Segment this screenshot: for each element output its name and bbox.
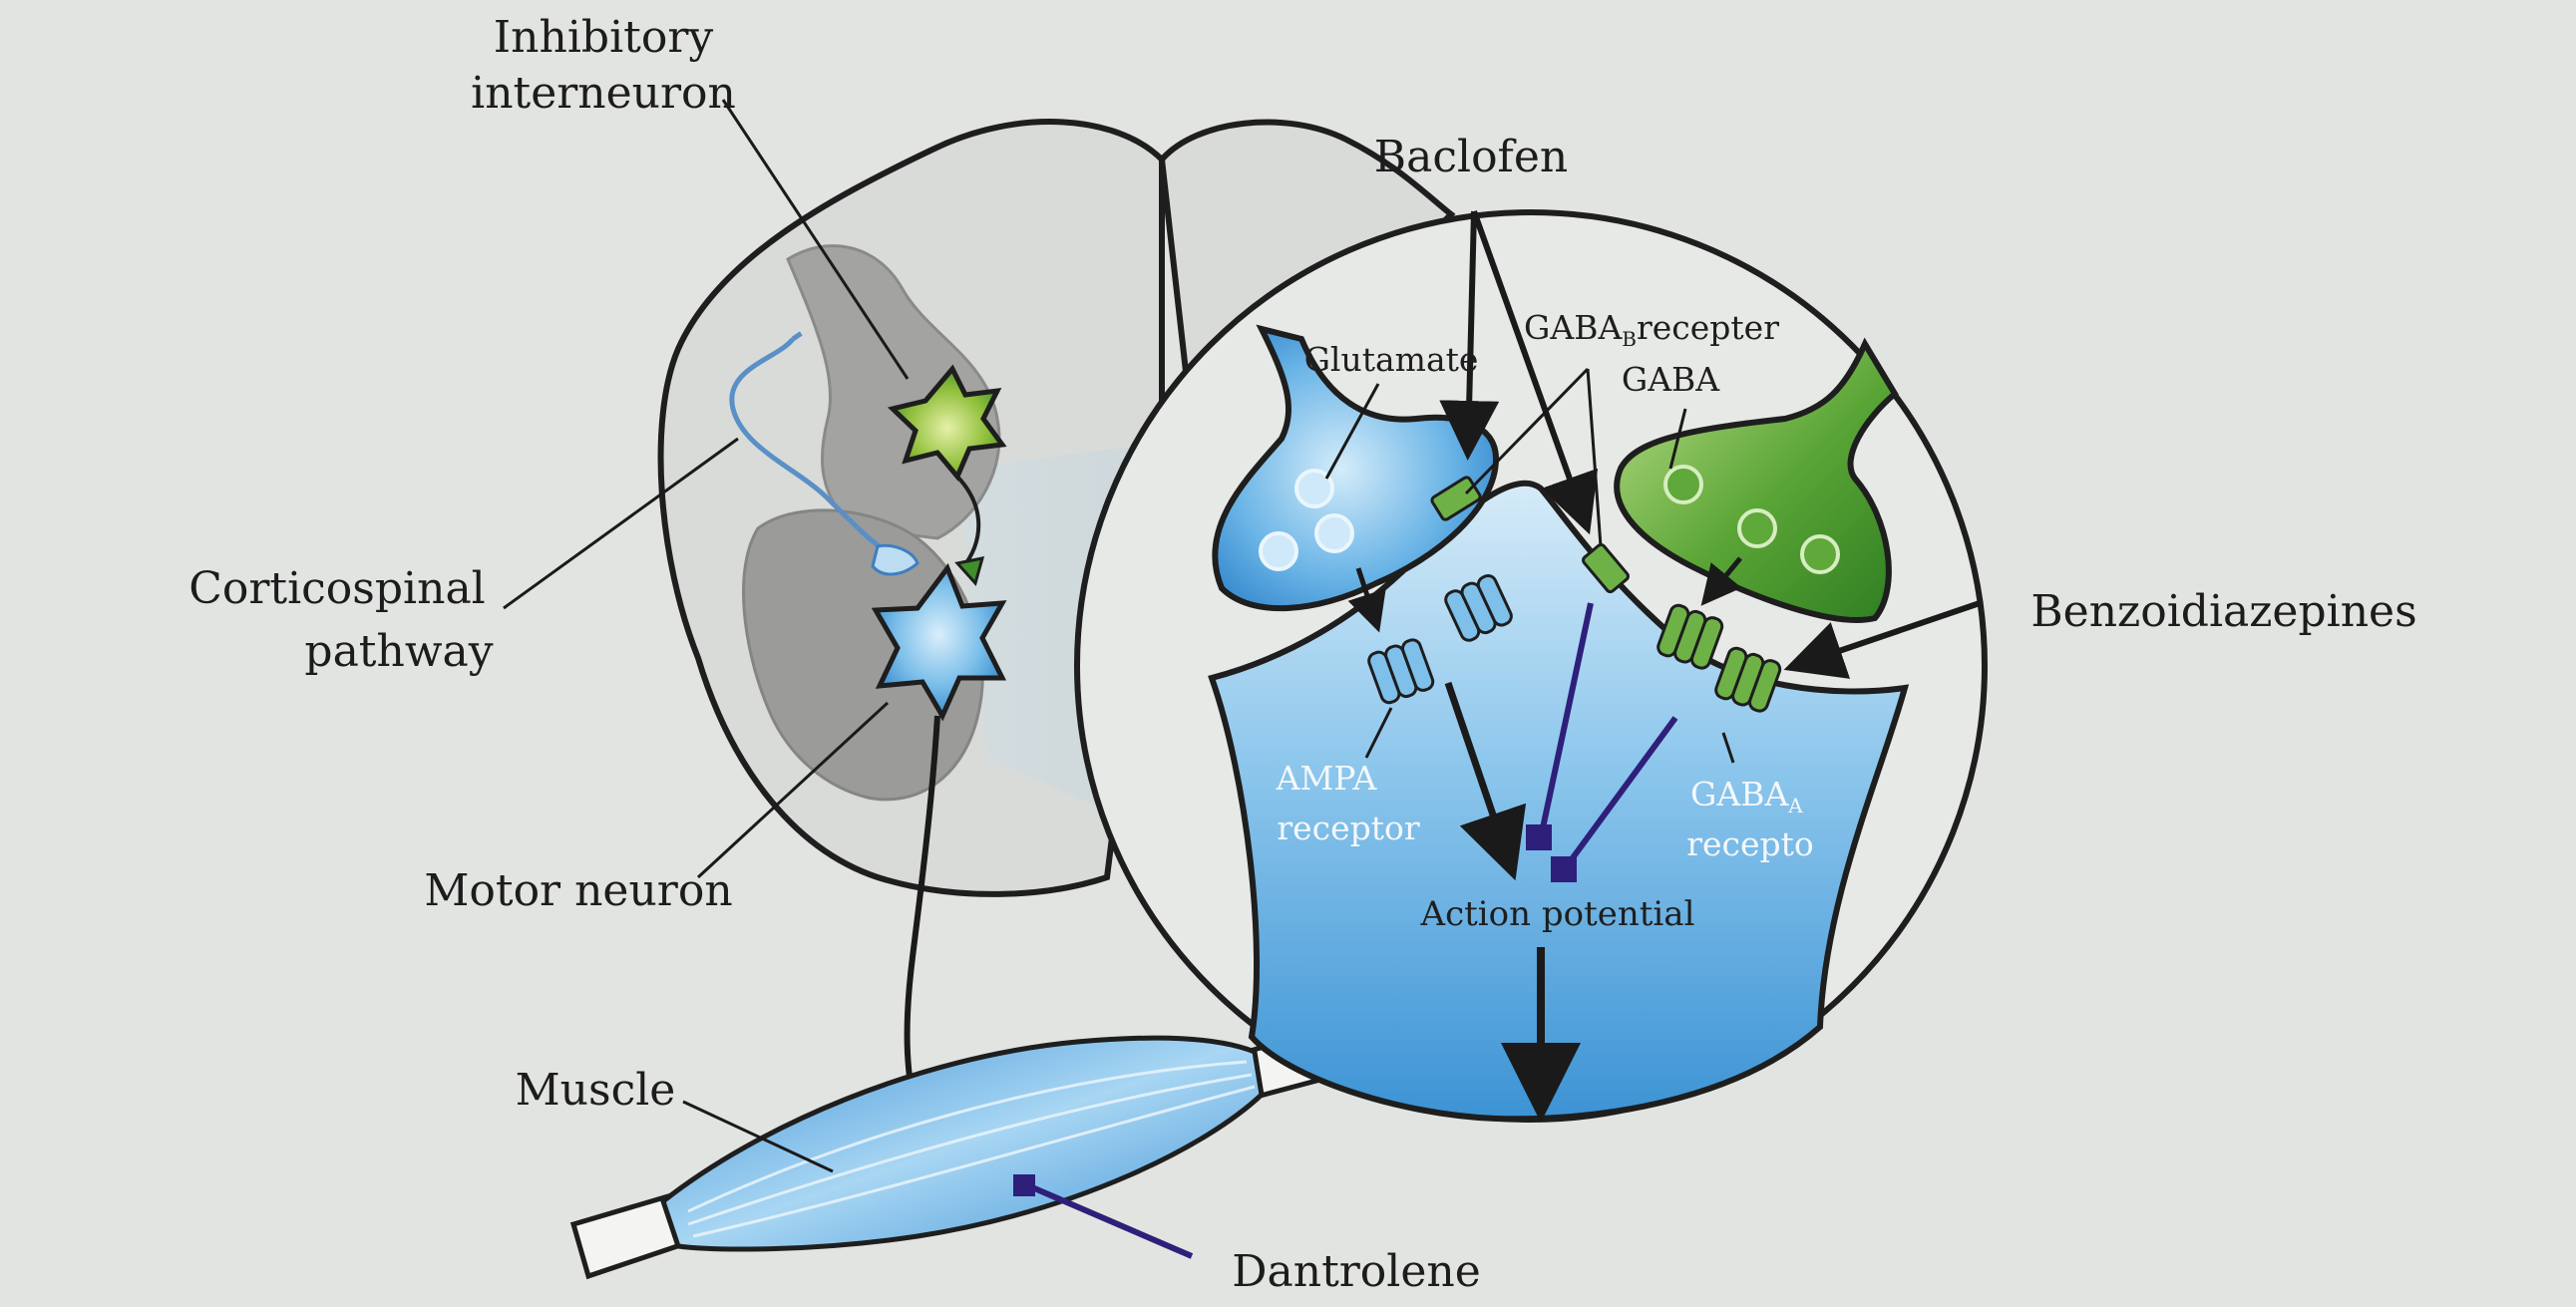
- corticospinal-tract: [729, 337, 900, 561]
- gaba-a-inhibition-end: [1551, 856, 1577, 882]
- glutamate-vesicle: [1314, 513, 1354, 553]
- grey-matter-ventral-horn: [742, 508, 984, 802]
- ampa-receptor-channel: [1444, 574, 1513, 642]
- muscle-label: Muscle: [516, 1065, 676, 1116]
- interneuron-terminal: [954, 556, 985, 587]
- dantrolene-label: Dantrolene: [1232, 1246, 1481, 1297]
- gaba-b-receptor-presynaptic: [1430, 476, 1482, 521]
- ampa-receptor-channel: [1367, 638, 1435, 705]
- inhibitory-interneuron-label-line1: Inhibitory: [494, 12, 714, 63]
- benzodiazepines-label: Benzoidiazepines: [2030, 586, 2416, 637]
- gaba-leader: [1668, 408, 1687, 470]
- benzodiazepines-arrow: [1783, 600, 1981, 679]
- gaba-a-receptor-channel: [1656, 603, 1724, 670]
- muscle-belly: [660, 1035, 1265, 1252]
- motor-neuron-label: Motor neuron: [424, 865, 732, 916]
- gaba-vesicle: [1800, 534, 1840, 574]
- gaba-a-receptor-channel: [1714, 646, 1782, 713]
- gaba-release-arrow: [1700, 556, 1742, 606]
- corticospinal-pathway-label-line1: Corticospinal: [188, 563, 486, 614]
- motor-neuron-cell: [871, 562, 1007, 722]
- ampa-leader: [1364, 707, 1393, 759]
- gaba-b-receptor-label: GABABrecepter: [1524, 308, 1779, 351]
- ampa-receptors: [1367, 574, 1513, 705]
- gaba-b-inhibition-line: [1538, 602, 1594, 838]
- gaba-b-leader-2: [1586, 368, 1603, 547]
- excitatory-signal-arrow: [1444, 681, 1527, 881]
- corticospinal-pathway-label-line2: pathway: [304, 626, 493, 677]
- gaba-vesicle: [1737, 508, 1777, 548]
- muscle: [569, 1028, 1335, 1280]
- baclofen-arrow-2: [1471, 209, 1599, 535]
- ampa-receptor-label-line1: AMPA: [1276, 759, 1378, 798]
- corticospinal-tract-dashed: [791, 326, 810, 342]
- interneuron-leader: [721, 99, 910, 380]
- baclofen-arrow-1: [1439, 210, 1500, 461]
- gaba-b-leader-1: [1464, 367, 1590, 495]
- glutamate-leader: [1324, 383, 1380, 480]
- gaba-vesicles: [1663, 465, 1840, 574]
- leader-lines: [503, 99, 1735, 1173]
- gaba-b-inhibition-end: [1526, 824, 1552, 850]
- gaba-b-receptor-postsynaptic: [1582, 542, 1630, 594]
- action-potential-label: Action potential: [1420, 894, 1695, 934]
- drug-pointer-lines: [1439, 209, 1981, 679]
- synapse-magnified-view: [1074, 209, 1988, 1123]
- corticospinal-leader: [503, 437, 739, 610]
- gaba-a-inhibition-line: [1563, 716, 1678, 869]
- inhibitory-interneuron-label-line2: interneuron: [471, 68, 736, 119]
- gaba-vesicle: [1663, 465, 1703, 504]
- glutamate-label: Glutamate: [1304, 340, 1479, 379]
- gaba-a-receptor-label-line1: GABAA: [1690, 775, 1803, 817]
- ampa-receptor-label-line2: receptor: [1277, 809, 1420, 847]
- baclofen-label: Baclofen: [1374, 132, 1568, 182]
- gaba-a-receptor-label-line2: recepto: [1686, 824, 1814, 863]
- glutamate-vesicles: [1259, 469, 1354, 571]
- glutamate-release-arrow: [1347, 567, 1386, 633]
- glutamate-vesicle: [1294, 469, 1334, 508]
- corticospinal-terminal: [871, 543, 920, 576]
- inhibitory-lines: [1526, 602, 1678, 882]
- gaba-a-receptors: [1656, 603, 1782, 713]
- gaba-label: GABA: [1622, 360, 1720, 399]
- gaba-a-leader: [1721, 732, 1735, 764]
- labels: Inhibitory interneuron Corticospinal pat…: [188, 12, 2416, 1297]
- muscle-fibers: [687, 1060, 1256, 1238]
- muscle-leader: [682, 1100, 834, 1173]
- glutamate-vesicle: [1259, 531, 1298, 571]
- motor-neuron-leader: [696, 701, 890, 879]
- dantrolene-pointer: [1013, 1174, 1194, 1259]
